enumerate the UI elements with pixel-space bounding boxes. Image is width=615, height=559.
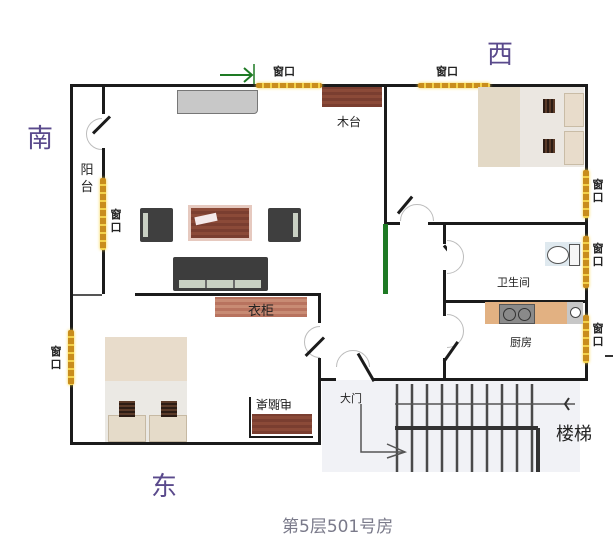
wall-kitchen-bottom <box>372 378 588 381</box>
entry-arrow-icon <box>218 64 258 84</box>
tv-cabinet <box>177 90 258 114</box>
window-label-kitchen: 窗口 <box>592 322 604 348</box>
coffee-table <box>188 205 252 241</box>
wall-kitchen-left-top <box>443 300 446 316</box>
window-east-bedroom <box>68 330 74 385</box>
wall-bedroom-east-right-bottom <box>318 358 321 445</box>
wall-bath-left-bottom <box>443 270 446 302</box>
window-label-top-living: 窗口 <box>273 65 295 78</box>
kitchen-door-arc <box>447 314 464 348</box>
wall-left-south <box>70 84 73 294</box>
bathroom-door-arc <box>447 240 464 274</box>
compass-west-label: 西 <box>487 40 514 70</box>
wall-bedroom-east-top-left <box>70 294 102 296</box>
wall-west-bedroom-bottom <box>428 222 588 225</box>
armchair-left <box>140 208 173 242</box>
stairs-path-arrow-icon <box>355 400 415 460</box>
armchair-right <box>268 208 301 242</box>
green-partition <box>383 224 388 294</box>
compass-south-label: 南 <box>27 124 54 154</box>
computer-desk <box>252 414 312 434</box>
stairs-label: 楼梯 <box>556 424 592 445</box>
window-top-living <box>256 83 322 88</box>
page-title: 第5层501号房 <box>282 517 394 537</box>
compass-east-label: 东 <box>151 472 178 502</box>
wooden-platform-label: 木台 <box>337 115 362 129</box>
wall-bedroom-east-bottom <box>70 442 320 445</box>
kitchen-label: 厨房 <box>510 336 532 349</box>
bathroom-label: 卫生间 <box>497 276 530 289</box>
window-label-bathroom: 窗口 <box>592 242 604 268</box>
window-label-balcony: 窗口 <box>110 208 122 234</box>
balcony-label: 阳台 <box>80 163 94 195</box>
wardrobe: 衣柜 <box>215 297 307 319</box>
west-bedroom-door-arc <box>400 204 434 221</box>
wall-bedroom-east-right-top <box>318 293 321 323</box>
window-kitchen <box>583 315 589 363</box>
sofa <box>173 257 268 291</box>
computer-desk-frame-bottom <box>249 436 313 438</box>
window-label-west-bedroom-right: 窗口 <box>592 178 604 204</box>
wall-entrance-left <box>320 378 336 381</box>
window-label-east-bedroom: 窗口 <box>50 345 62 371</box>
main-door-label: 大门 <box>340 392 362 405</box>
wall-bath-left-top <box>443 222 446 244</box>
toilet <box>545 242 581 266</box>
bed-west <box>478 87 584 167</box>
window-bathroom <box>583 236 589 288</box>
wall-balcony-inner-top <box>102 84 105 114</box>
computer-desk-label: 电脑桌 <box>256 397 293 411</box>
bed-east <box>105 337 187 442</box>
window-west-bedroom-right <box>583 170 589 218</box>
wall-right <box>585 84 588 380</box>
window-balcony <box>100 178 106 250</box>
wall-top <box>70 84 588 87</box>
staircase <box>385 384 585 472</box>
edge-mark <box>605 355 613 357</box>
wardrobe-label: 衣柜 <box>247 304 274 319</box>
kitchen-counter <box>485 302 583 324</box>
wall-kitchen-left-bottom <box>443 358 446 380</box>
wall-living-right <box>384 84 387 224</box>
wall-bath-kitchen-divider <box>443 300 588 303</box>
wall-bedroom-east-top <box>135 293 320 296</box>
wooden-platform <box>322 87 382 107</box>
computer-desk-frame <box>249 397 251 437</box>
wall-west-bedroom-bottom-left <box>384 222 400 225</box>
window-label-top-bedroom: 窗口 <box>436 65 458 78</box>
window-top-bedroom <box>418 83 490 88</box>
